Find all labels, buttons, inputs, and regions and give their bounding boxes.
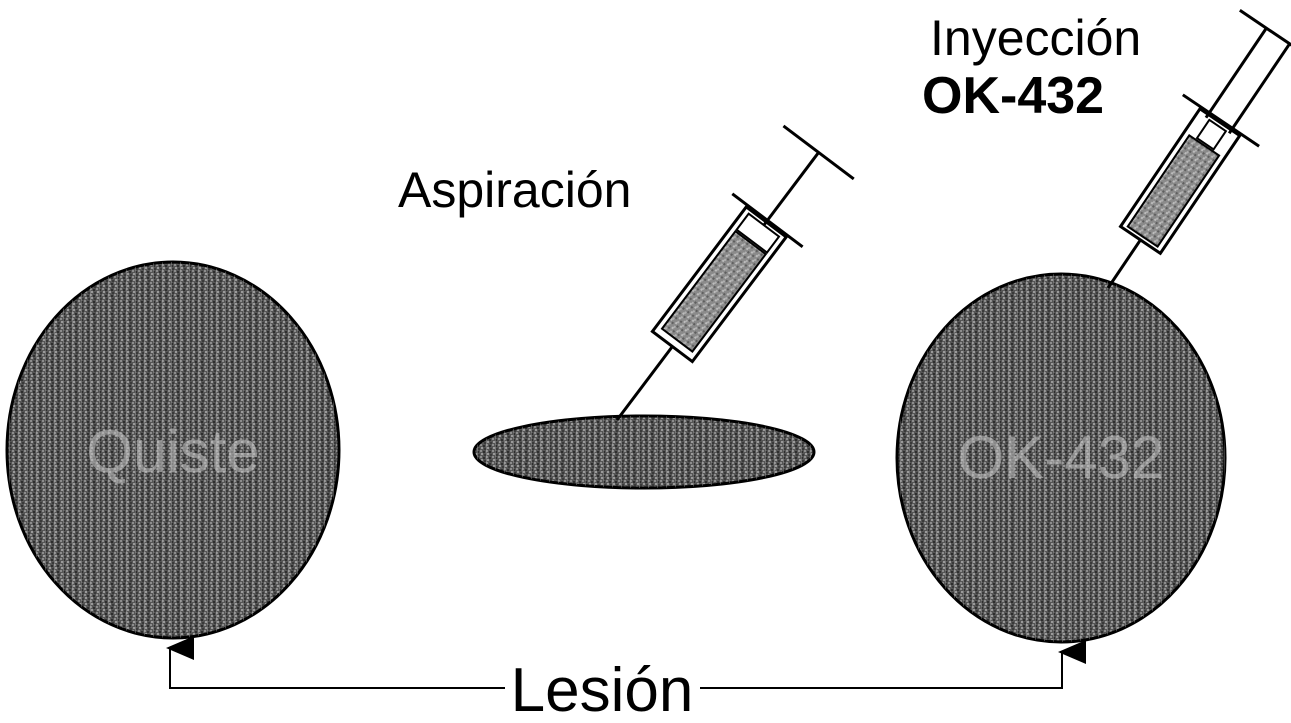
cyst-inner-label: Quiste	[86, 418, 259, 485]
aspiration-label: Aspiración	[398, 162, 631, 218]
cyst-circle: Quiste	[7, 262, 339, 638]
injection-label: Inyección	[930, 10, 1141, 66]
treated-cyst-circle: OK-432	[897, 274, 1225, 642]
collapsed-cyst	[474, 416, 814, 488]
drug-label: OK-432	[922, 67, 1104, 125]
treated-inner-label: OK-432	[958, 424, 1165, 491]
lesion-label: Lesión	[511, 656, 694, 723]
